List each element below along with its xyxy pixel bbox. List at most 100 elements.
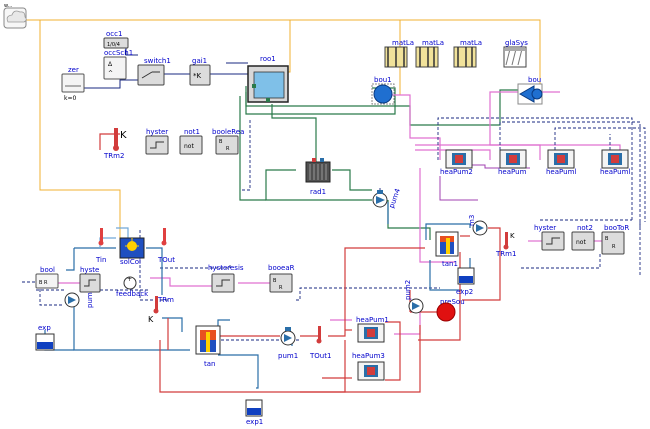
glaSys-block[interactable]: glaSys [503, 39, 528, 68]
roo1-label: roo1 [260, 55, 276, 63]
gai1-label: gai1 [192, 57, 207, 65]
svg-text:R: R [612, 244, 616, 250]
m3-label: m3 [468, 215, 476, 226]
exp-block[interactable]: exp [35, 324, 55, 351]
weather-cloud-icon[interactable]: w... [3, 3, 27, 29]
pum-block[interactable]: pum [64, 292, 94, 308]
heaPuml-b-label: heaPuml [600, 168, 630, 176]
TRm-sensor[interactable]: K TRm [148, 296, 174, 324]
Tin-sensor[interactable]: Tin [95, 228, 106, 264]
svg-text:B: B [605, 236, 609, 242]
matLa-1-label: matLa [392, 39, 414, 47]
heaPuml-b-block[interactable]: heaPuml [600, 149, 630, 176]
TRm-K: K [148, 315, 154, 324]
occSch1-block[interactable]: occSch1 Δ ^ [103, 49, 133, 80]
preSou-label: preSou [440, 298, 465, 306]
TOut1-sensor[interactable]: TOut1 [309, 326, 331, 360]
TOut-label: TOut [157, 256, 175, 264]
pum2-block[interactable]: pum2 [404, 280, 424, 314]
feedback-block[interactable]: + feedback [116, 276, 149, 298]
TOut1-label: TOut1 [309, 352, 331, 360]
zer-block[interactable]: zer k=0 [61, 66, 85, 102]
not2-label: not2 [577, 224, 593, 232]
svg-text:^: ^ [108, 70, 113, 77]
booeaR-block[interactable]: booeaR B R [268, 264, 295, 293]
heaPum2-block[interactable]: heaPum2 [440, 149, 473, 176]
tan1-label: tan1 [442, 260, 458, 268]
feedback-plus: + [127, 276, 132, 283]
gai1-block[interactable]: gai1 *K [189, 57, 211, 86]
hysteresis-label: hysteresis [208, 264, 244, 272]
hyster-right-label: hyster [534, 224, 556, 232]
TRm1-label: TRm1 [495, 250, 516, 258]
m3-valve[interactable]: m3 [468, 215, 488, 236]
svg-text:B: B [273, 278, 277, 284]
heaPum1-block[interactable]: heaPum1 [356, 316, 389, 343]
svg-text:B R: B R [39, 280, 48, 286]
switch1-block[interactable]: switch1 [137, 57, 171, 86]
Tin-label: Tin [95, 256, 106, 264]
bool-block[interactable]: bool B R [35, 266, 59, 289]
TRm2-sensor[interactable]: K TRm2 [103, 128, 127, 160]
bou1-block[interactable]: bou1 [371, 76, 395, 105]
hyster-right-block[interactable]: hyster [534, 224, 565, 251]
bou-label: bou [528, 76, 541, 84]
pum-label: pum [86, 292, 94, 308]
occ1-label: occ1 [106, 30, 122, 38]
bou-block[interactable]: bou [517, 76, 543, 105]
exp2-label: exp2 [456, 288, 473, 296]
pum4-label: pum4 [388, 187, 403, 209]
weather-label: w... [4, 3, 13, 9]
tan-label: tan [204, 360, 215, 368]
tan1-block[interactable]: tan1 [435, 231, 459, 268]
heaPum-a-block[interactable]: heaPum [498, 149, 527, 176]
zer-label: zer [68, 66, 79, 74]
heaPum2-label: heaPum2 [440, 168, 473, 176]
exp1-block[interactable]: exp1 [245, 399, 263, 426]
roo1-block[interactable]: roo1 [247, 55, 289, 103]
TOut-sensor[interactable]: TOut [157, 228, 175, 264]
TRm-label: TRm [157, 296, 174, 304]
solCol-block[interactable]: solCol [119, 237, 145, 266]
TRm2-label: TRm2 [103, 152, 124, 160]
pum1-block[interactable]: pum1 [278, 327, 298, 360]
glaSys-label: glaSys [505, 39, 528, 47]
matLa-1-block[interactable]: matLa [384, 39, 414, 68]
TRm1-sensor[interactable]: K TRm1 [495, 232, 516, 258]
not2-block[interactable]: not2 not [571, 224, 595, 251]
TRm1-K: K [510, 232, 515, 240]
not1-label: not1 [184, 128, 200, 136]
occ1-block[interactable]: occ1 1/0/4 [103, 30, 129, 49]
heaPum-a-label: heaPum [498, 168, 527, 176]
booleRea-block[interactable]: booleRea B R [212, 128, 244, 155]
heaPum3-block[interactable]: heaPum3 [352, 352, 385, 381]
solCol-label: solCol [120, 258, 141, 266]
exp2-block[interactable]: exp2 [456, 267, 475, 296]
pum4-block[interactable]: pum4 [372, 187, 403, 209]
booleRea-label: booleRea [212, 128, 244, 136]
hysteresis-block[interactable]: hysteresis [208, 264, 244, 293]
matLa-3-label: matLa [460, 39, 482, 47]
bou1-label: bou1 [374, 76, 392, 84]
heaPuml-a-label: heaPuml [546, 168, 576, 176]
heaPuml-a-block[interactable]: heaPuml [546, 149, 576, 176]
hyster-top-label: hyster [146, 128, 168, 136]
not1-inner: not [184, 143, 194, 150]
hyster-top-block[interactable]: hyster [145, 128, 169, 155]
gai1-symbol: *K [193, 72, 202, 80]
TRm2-K: K [120, 130, 127, 141]
matLa-3-block[interactable]: matLa [453, 39, 482, 68]
svg-text:B: B [219, 139, 223, 145]
feedback-label: feedback [116, 290, 149, 298]
svg-text:R: R [279, 285, 283, 291]
not2-inner: not [576, 239, 586, 246]
rad1-block[interactable]: rad1 [305, 158, 331, 196]
tan-block[interactable]: tan [195, 325, 221, 368]
not1-block[interactable]: not1 not [179, 128, 203, 155]
booToR-block[interactable]: booToR B R [601, 224, 629, 255]
rad1-label: rad1 [310, 188, 326, 196]
hyste-block[interactable]: hyste [79, 266, 101, 293]
preSou-block[interactable]: preSou [436, 298, 465, 322]
matLa-2-label: matLa [422, 39, 444, 47]
matLa-2-block[interactable]: matLa [415, 39, 444, 68]
